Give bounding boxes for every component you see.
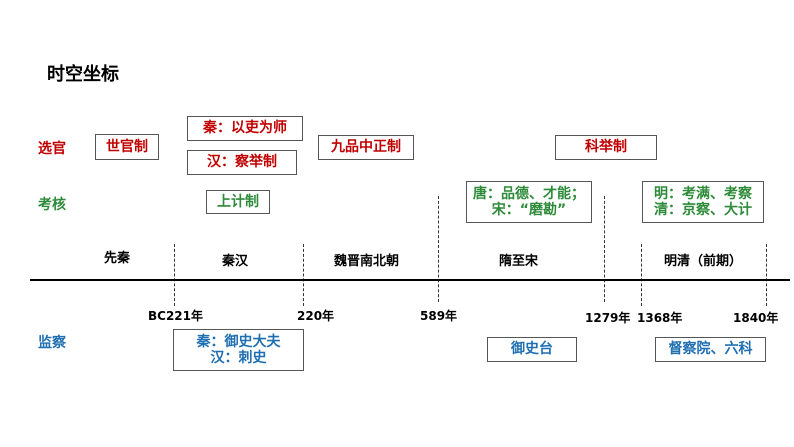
separator-220 (303, 244, 304, 306)
box-shangji: 上计制 (206, 190, 270, 214)
period-mingqing: 明清（前期） (664, 254, 743, 269)
han-supervise-text: 汉：刺史 (210, 350, 267, 366)
tick-bc221: BC221年 (148, 309, 204, 323)
box-ducha: 督察院、六科 (655, 337, 766, 362)
box-han-select: 汉：察举制 (187, 150, 297, 175)
box-jiupin: 九品中正制 (318, 135, 414, 160)
row-label-select: 选官 (38, 141, 66, 157)
box-yushitai: 御史台 (487, 337, 577, 362)
tick-220: 220年 (297, 309, 335, 323)
period-qinhan: 秦汉 (222, 254, 249, 269)
box-ming-qing: 明：考满、考察 清：京察、大计 (642, 181, 764, 223)
row-label-supervise: 监察 (38, 335, 66, 351)
box-shiguan: 世官制 (95, 134, 159, 160)
tick-1279: 1279年 (585, 311, 631, 325)
timeline-axis (30, 279, 790, 281)
tick-1368: 1368年 (637, 311, 683, 325)
separator-1279 (604, 196, 605, 302)
box-keju: 科举制 (555, 135, 657, 160)
tick-589: 589年 (420, 309, 458, 323)
ming-assess-text: 明：考满、考察 (654, 185, 752, 202)
period-weijin: 魏晋南北朝 (334, 254, 400, 269)
separator-bc221 (174, 244, 175, 306)
song-assess-text: 宋：“磨勘” (491, 202, 567, 218)
box-qin-han-supervise: 秦：御史大夫 汉：刺史 (173, 329, 304, 371)
period-xianqin: 先秦 (104, 251, 131, 266)
separator-1840 (766, 244, 767, 306)
separator-1368 (641, 244, 642, 306)
box-tang-song: 唐：品德、才能； 宋：“磨勘” (466, 181, 592, 223)
tick-1840: 1840年 (733, 311, 779, 325)
box-qin-select: 秦：以吏为师 (187, 116, 303, 141)
page-title: 时空坐标 (47, 64, 119, 85)
qin-supervise-text: 秦：御史大夫 (196, 333, 281, 350)
tang-assess-text: 唐：品德、才能； (473, 185, 585, 202)
period-suizhisong: 隋至宋 (499, 254, 539, 269)
separator-589 (438, 196, 439, 302)
row-label-assess: 考核 (38, 197, 66, 213)
qing-assess-text: 清：京察、大计 (654, 202, 752, 218)
